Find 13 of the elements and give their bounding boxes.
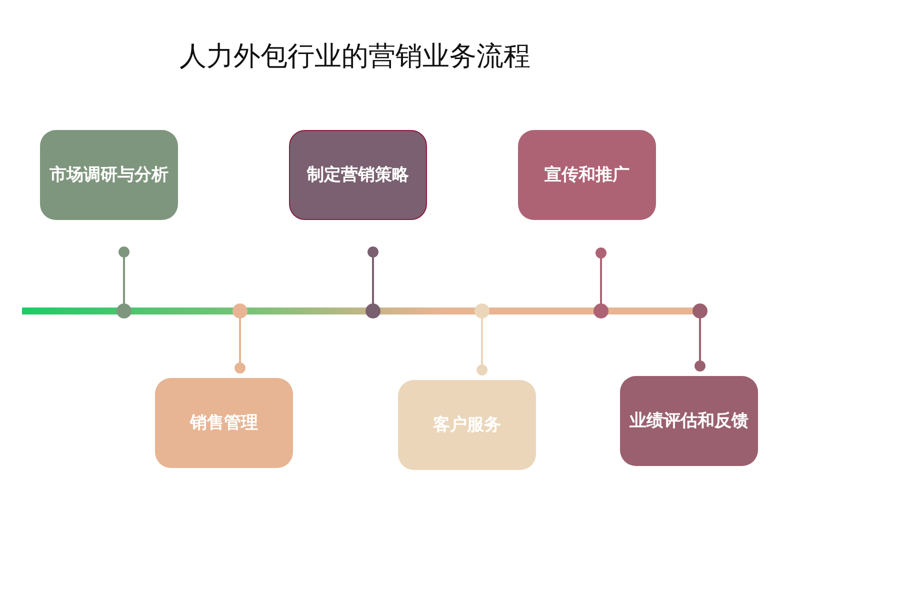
box-label: 销售管理 xyxy=(190,412,258,435)
box-label: 制定营销策略 xyxy=(307,164,409,187)
box-label: 业绩评估和反馈 xyxy=(630,410,748,433)
process-box xyxy=(620,376,758,466)
process-box xyxy=(155,378,293,468)
box-label: 市场调研与分析 xyxy=(50,164,168,187)
process-box xyxy=(289,130,427,220)
process-box xyxy=(398,380,536,470)
title: 人力外包行业的营销业务流程 xyxy=(178,40,532,74)
box-label: 客户服务 xyxy=(433,414,501,437)
box-label: 宣传和推广 xyxy=(544,164,630,187)
process-box xyxy=(40,130,178,220)
process-box xyxy=(518,130,656,220)
